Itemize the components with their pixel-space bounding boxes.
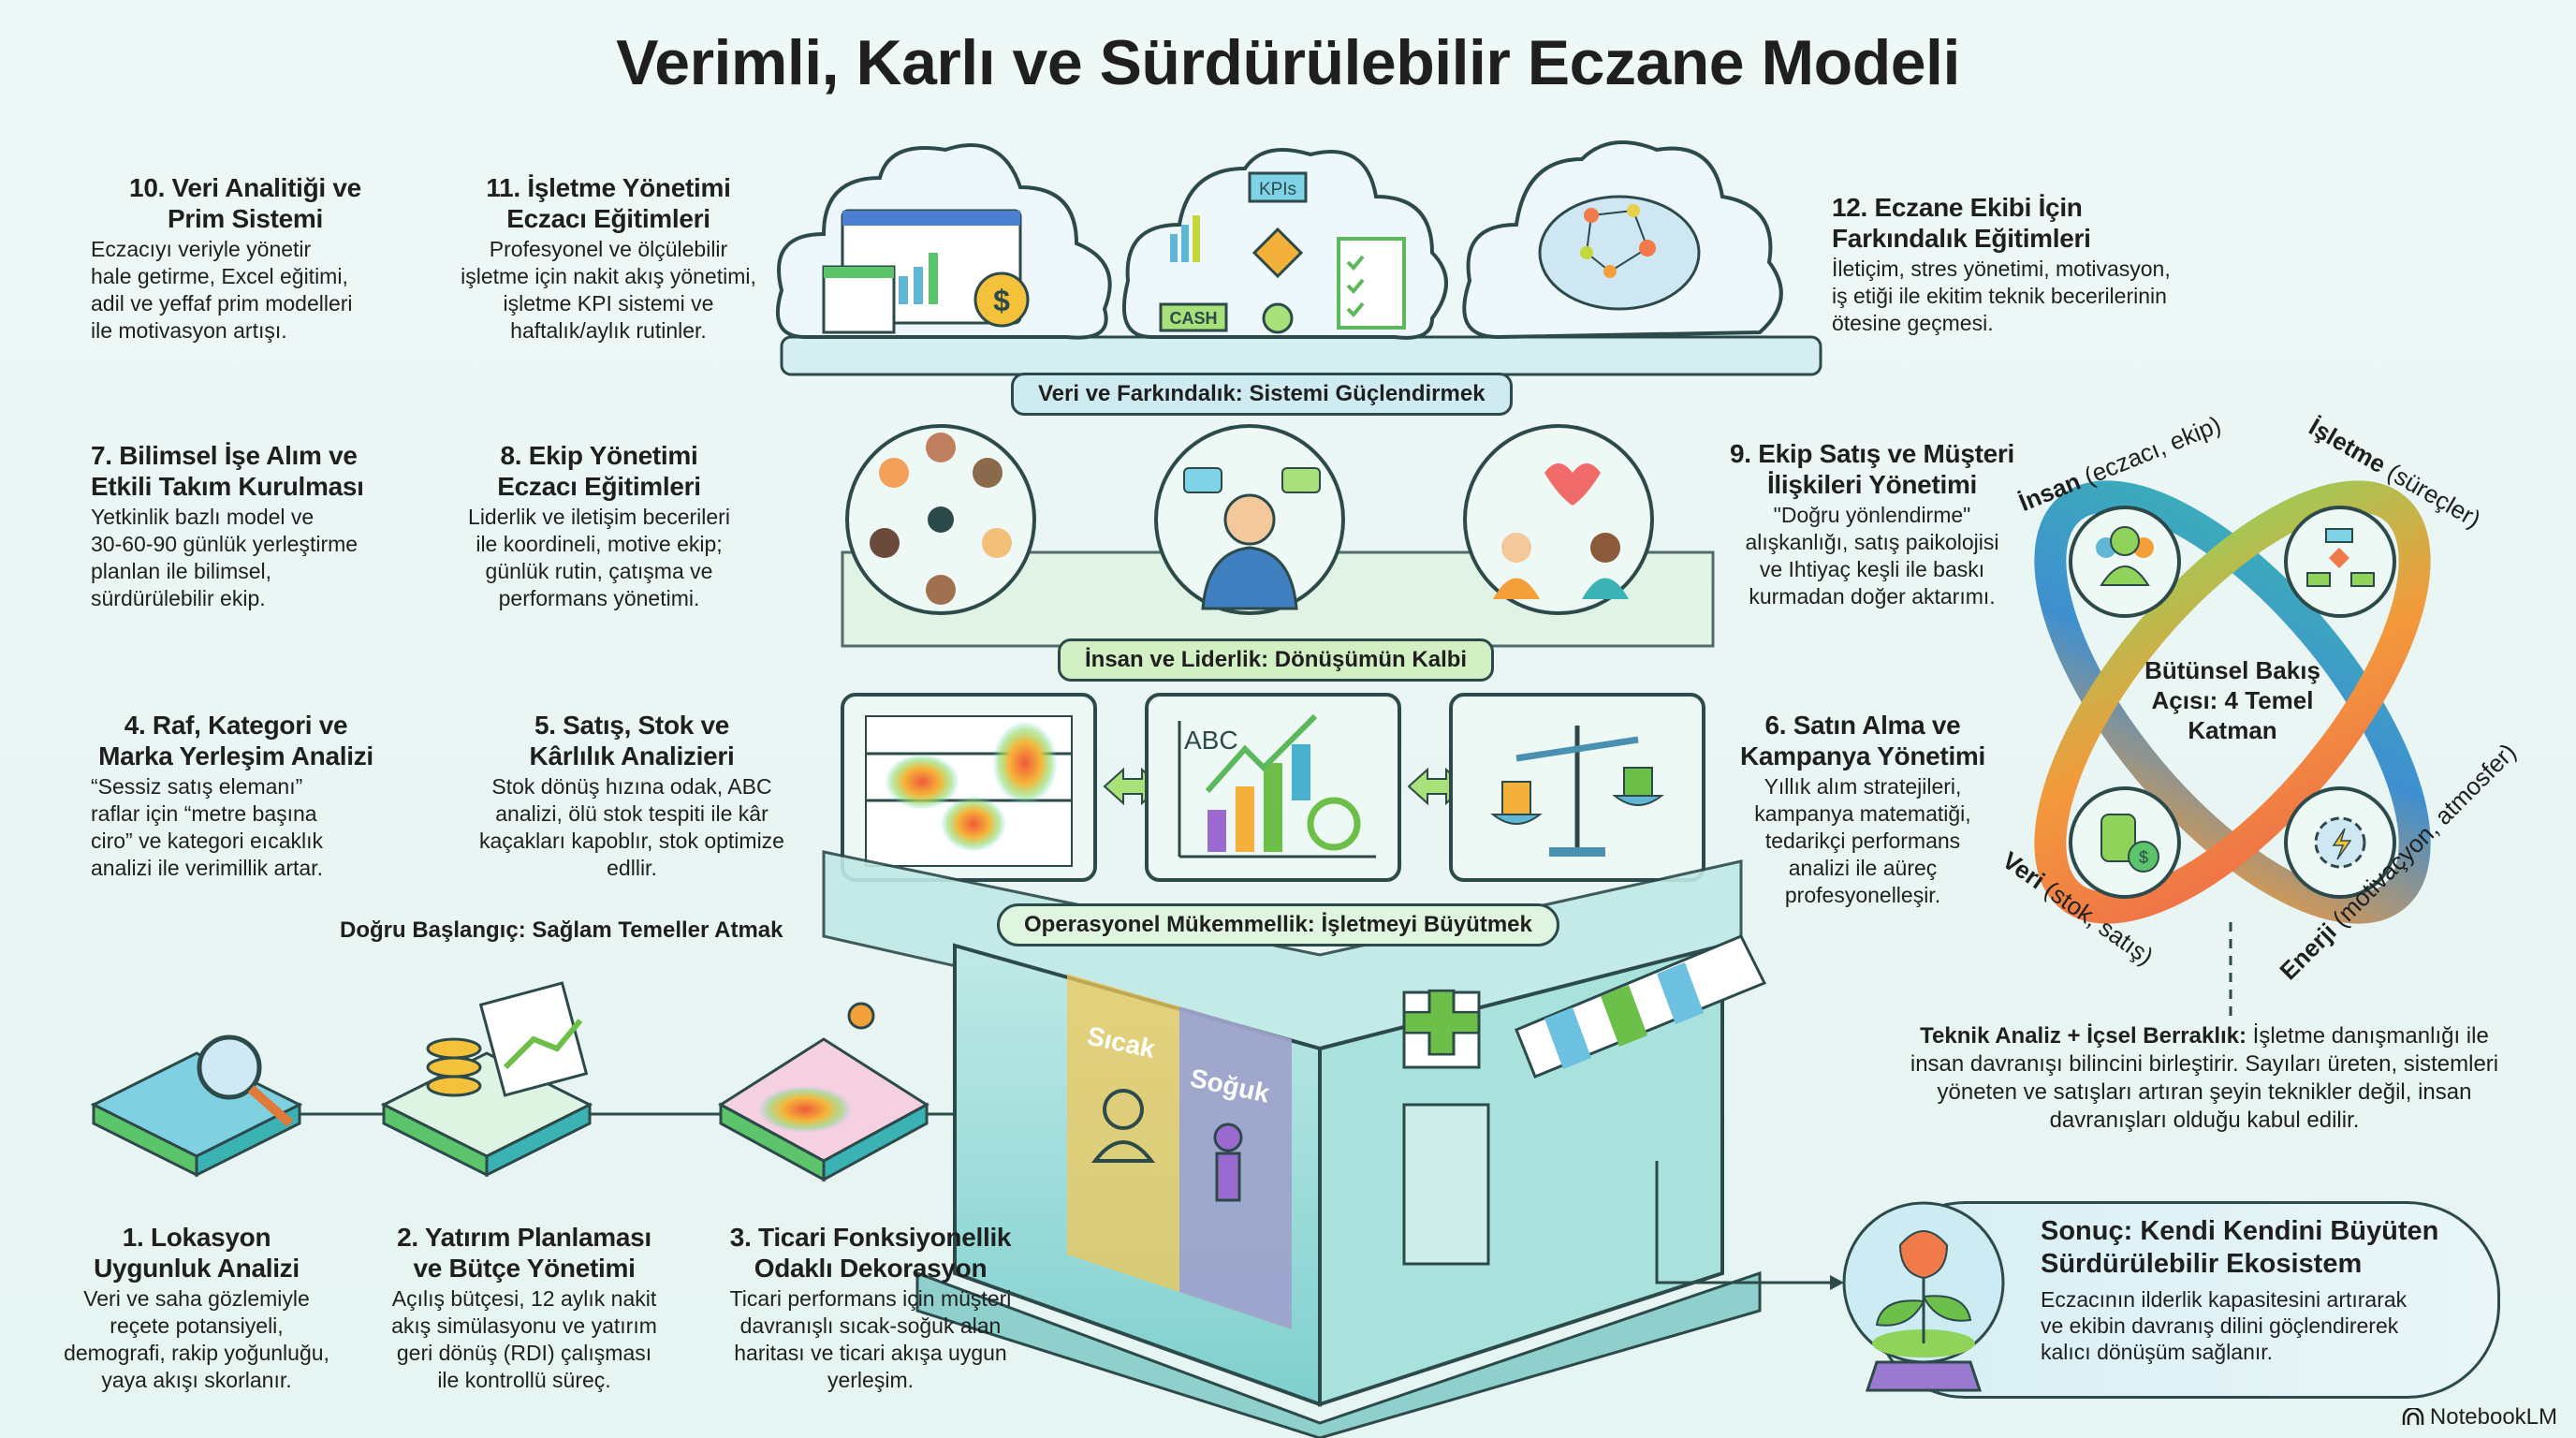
step-title: 2. Yatırım Planlaması ve Bütçe Yönetimi [397,1223,651,1283]
step-4: 4. Raf, Kategori ve Marka Yerleşim Anali… [91,710,400,882]
layer-label-foundation: Doğru Başlangıç: Sağlam Temeller Atmak [340,917,783,943]
technical-analysis-note: Teknik Analiz + İçsel Berraklık: İşletme… [1900,1022,2509,1135]
step-title: 7. Bilimsel İşe Alım ve Etkili Takım Kur… [91,441,364,501]
balance-scale-icon [1490,726,1664,857]
step-body: Veri ve saha gözlemiyle reçete potansiye… [64,1286,329,1392]
holistic-loop-diagram: $ [2034,480,2431,924]
step-body: Eczacıyı veriyle yönetir hale getirme, E… [91,237,353,343]
budget-calendar-icon [380,981,593,1178]
step-body: "Doğru yönlendirme" alışkanlığı, satış p… [1745,503,1999,609]
step-title: 12. Eczane Ekibi İçin Farkındalık Eğitim… [1832,193,2091,253]
people-group-icon [2069,506,2181,618]
layer-label-operational: Operasyonel Mükemmellik: İşletmeyi Büyüt… [997,903,1559,946]
step-body: Stok dönüş hızına odak, ABC analizi, ölü… [479,774,784,880]
technical-lead: Teknik Analiz + İçsel Berraklık: [1920,1023,2247,1049]
page-title: Verimli, Karlı ve Sürdürülebilir Eczane … [616,27,1960,98]
step-title: 1. Lokasyon Uygunluk Analizi [94,1223,300,1283]
notebooklm-logo-icon [2402,1408,2424,1425]
svg-text:$: $ [2139,848,2148,867]
step-title: 5. Satış, Stok ve Kârlılık Analizieri [529,711,735,770]
step-body: Yetkinlik bazlı model ve 30-60-90 günlük… [91,505,359,610]
step-body: Profesyonel ve ölçülebilir işletme için … [461,237,756,343]
brand-label: NotebookLM [2429,1404,2557,1430]
cloud-analytics-icon: $ [776,143,1112,340]
cloud-brain-icon [1462,140,1783,340]
svg-text:$: $ [993,284,1010,317]
foundation-steps [90,981,955,1182]
conclusion-title: Sonuç: Kendi Kendini Büyüten Sürdürülebi… [2041,1216,2439,1279]
shelf-heatmap-icon [865,715,1073,867]
location-map-icon [90,1034,303,1178]
step-3: 3. Ticari Fonksiyonellik Odaklı Dekorasy… [707,1222,1034,1394]
step-title: 4. Raf, Kategori ve Marka Yerleşim Anali… [98,711,373,770]
operations-layer: ABC [841,693,1705,882]
pharmacy-storefront-icon: Sıcak Soğuk [822,850,1767,1438]
brand-watermark: NotebookLM [2402,1404,2557,1431]
technical-body: İşletme danışmanlığı ile insan davranışı… [1910,1023,2499,1133]
step-7: 7. Bilimsel İşe Alım ve Etkili Takım Kur… [91,440,428,612]
step-body: İletiçim, stres yönetimi, motivasyon, iş… [1832,257,2171,335]
abc-label: ABC [1184,726,1238,755]
cloud-layer: $ KPIs CASH [776,140,1822,376]
step-body: “Sessiz satış elemanı” raflar için “metr… [91,774,323,880]
database-money-icon: $ [2069,786,2181,899]
cash-label: CASH [1169,309,1217,328]
layer-label-data-awareness: Veri ve Farkındalık: Sistemi Güçlendirme… [1011,373,1513,416]
step-title: 3. Ticari Fonksiyonellik Odaklı Dekorasy… [729,1223,1012,1283]
step-title: 10. Veri Analitiği ve Prim Sistemi [129,173,361,233]
step-title: 9. Ekip Satış ve Müşteri İlişkileri Yöne… [1729,439,2015,499]
step-9: 9. Ekip Satış ve Müşteri İlişkileri Yöne… [1718,438,2027,610]
process-flow-icon [2284,506,2396,618]
people-layer [841,424,1715,648]
kpis-label: KPIs [1259,180,1296,199]
holistic-center-label: Bütünsel Bakış Açısı: 4 Temel Katman [2144,656,2320,744]
step-title: 8. Ekip Yönetimi Eczacı Eğitimleri [497,441,701,501]
abc-chart-icon: ABC [1178,713,1376,858]
step-12: 12. Eczane Ekibi İçin Farkındalık Eğitim… [1832,192,2272,337]
team-network-icon [845,424,1036,615]
step-body: Liderlik ve iletişim becerileri ile koor… [468,505,730,610]
arrow-to-conclusion [1655,1161,1830,1284]
step-title: 11. İşletme Yönetimi Eczacı Eğitimleri [486,173,731,233]
step-title: 6. Satın Alma ve Kampanya Yönetimi [1739,711,1986,770]
conclusion-text: Sonuç: Kendi Kendini Büyüten Sürdürülebi… [2041,1215,2490,1365]
tulip-globe-icon [1842,1201,2005,1392]
conclusion-body: Eczacının ilderlik kapasitesini artırara… [2041,1287,2408,1364]
store-layout-icon [718,1002,929,1182]
layer-label-people-leadership: İnsan ve Liderlik: Dönüşümün Kalbi [1058,638,1495,682]
step-body: Yıllık alım stratejileri, kampanya matem… [1754,774,1971,907]
cloud-kpi-icon: KPIs CASH [1121,148,1448,340]
energy-gear-icon [2284,786,2396,899]
step-body: Ticari performans için müşteri davranışl… [729,1286,1012,1392]
customer-relations-icon [1463,424,1654,615]
step-body: Açılış bütçesi, 12 aylık nakit akış simü… [391,1286,657,1392]
leader-icon [1154,424,1345,615]
